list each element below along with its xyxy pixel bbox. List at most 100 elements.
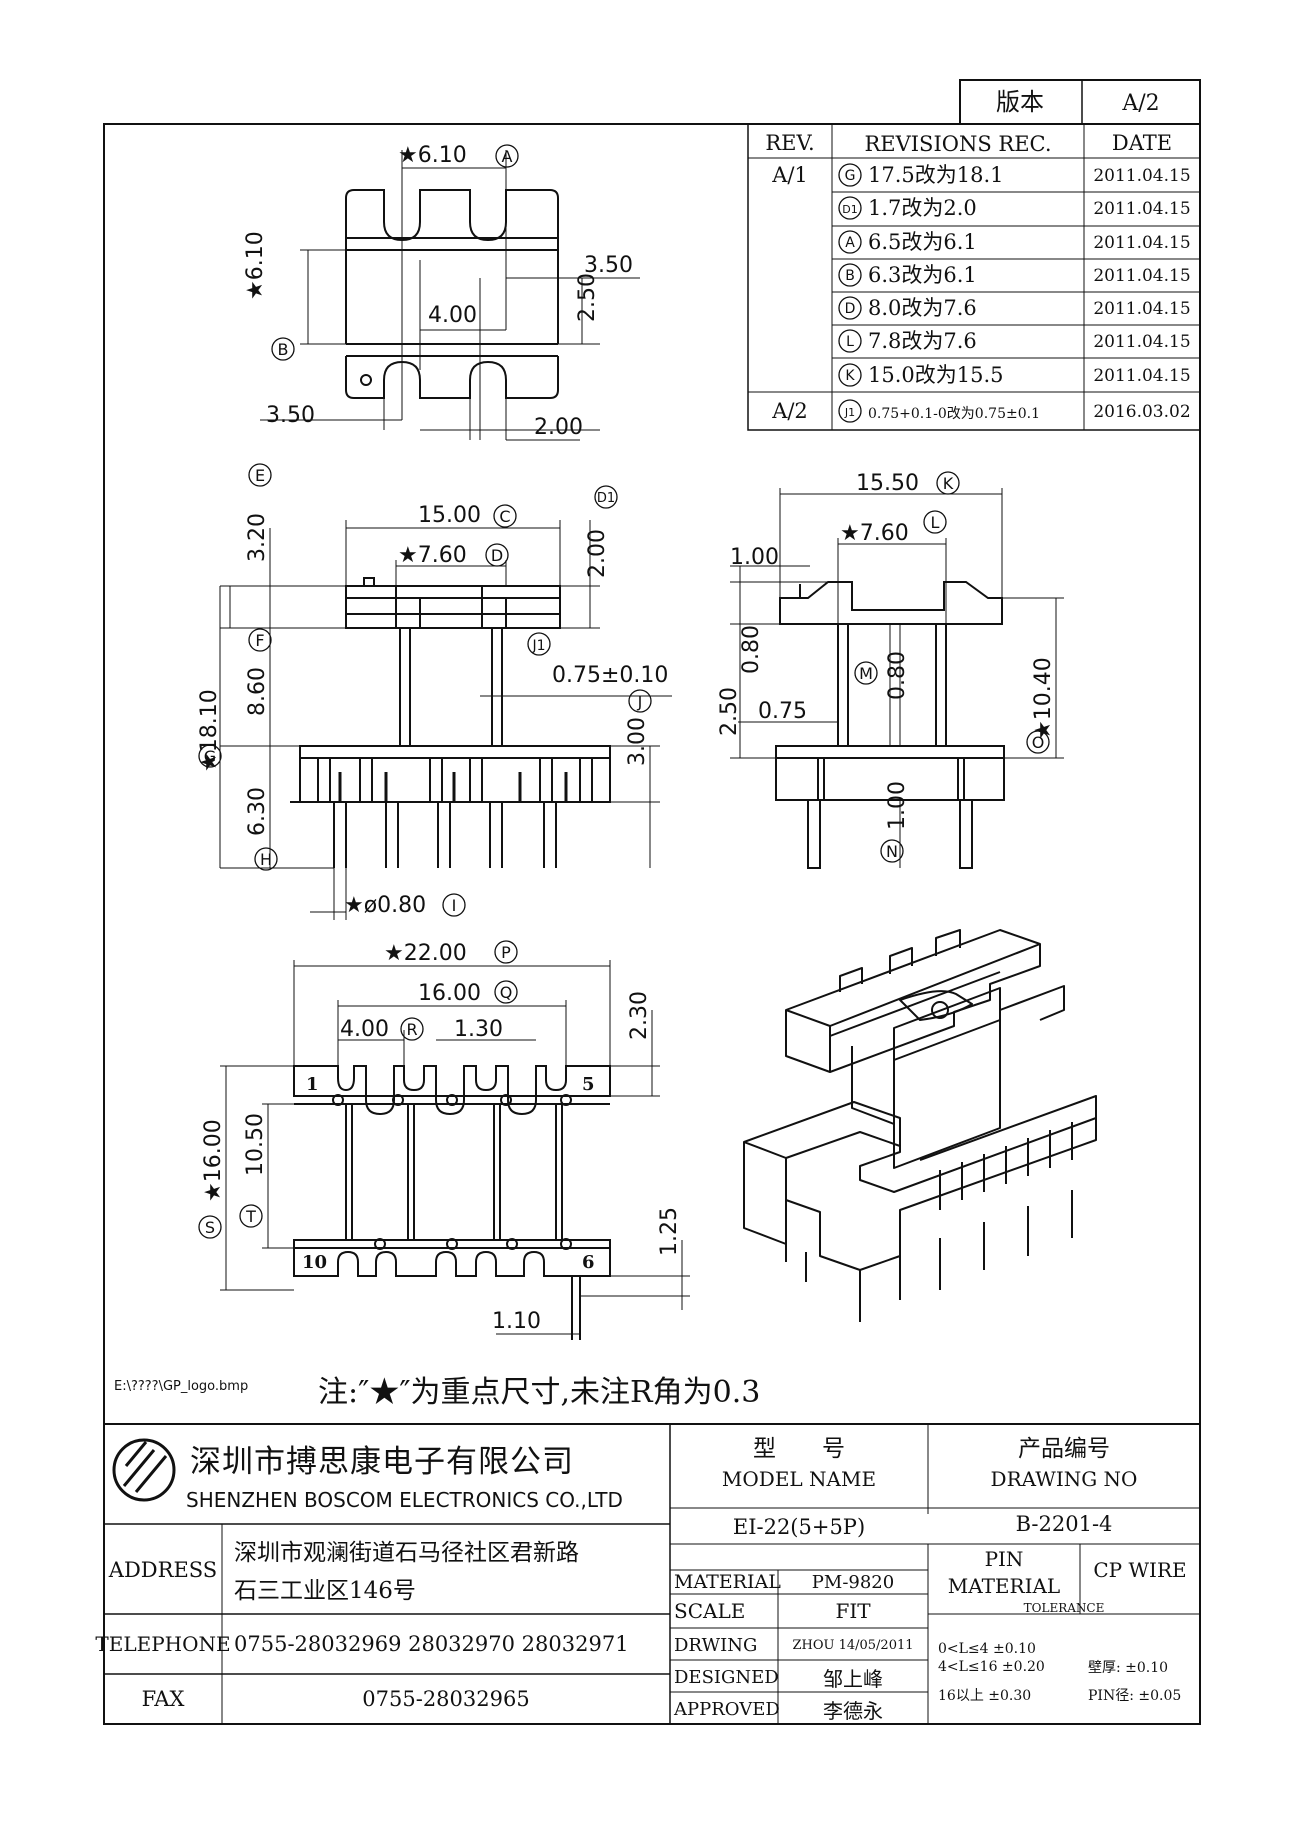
title-block-grid bbox=[104, 1423, 1200, 1724]
logo-path: E:\????\GP_logo.bmp bbox=[114, 1379, 248, 1394]
dim-h1040: ★10.40 bbox=[1031, 657, 1056, 740]
approved-value: 李德永 bbox=[823, 1698, 883, 1723]
dim-b: ★6.10 bbox=[243, 231, 268, 300]
bottom-view bbox=[220, 960, 690, 1340]
drawing-note: 注:″★″为重点尺寸,未注R角为0.3 bbox=[318, 1375, 760, 1410]
material-label: MATERIAL bbox=[674, 1571, 781, 1593]
mark-r: R bbox=[406, 1020, 417, 1039]
rev-date: 2011.04.15 bbox=[1093, 266, 1190, 286]
rev-mark: B bbox=[845, 268, 855, 284]
rev-text: 8.0改为7.6 bbox=[868, 296, 977, 320]
rev-mark: D1 bbox=[842, 203, 857, 216]
dim-h860: 8.60 bbox=[245, 667, 270, 716]
rev-mark-circle bbox=[838, 363, 862, 387]
tolerance-3: 16以上 ±0.30 bbox=[938, 1688, 1032, 1704]
revision-table bbox=[747, 123, 1201, 431]
rev-mark-circle bbox=[838, 196, 862, 220]
dim-w1550: 15.50 bbox=[856, 471, 919, 496]
rev-date: 2011.04.15 bbox=[1093, 299, 1190, 319]
dim-h100a: 1.00 bbox=[730, 545, 779, 570]
scale-value: FIT bbox=[835, 1599, 871, 1623]
drawing-no-value: B-2201-4 bbox=[1015, 1512, 1113, 1536]
dim-h250: 2.50 bbox=[717, 687, 742, 736]
drawing-border bbox=[103, 123, 1201, 1725]
drwing-label: DRWING bbox=[674, 1634, 758, 1656]
address-label: ADDRESS bbox=[108, 1558, 218, 1582]
dim-w075: 0.75 bbox=[758, 699, 807, 724]
front-view bbox=[219, 520, 672, 920]
mark-c: C bbox=[499, 507, 510, 526]
fax-value: 0755-28032965 bbox=[362, 1687, 530, 1711]
mark-d: D bbox=[491, 546, 503, 565]
model-label-en: MODEL NAME bbox=[721, 1467, 877, 1491]
material-value: PM-9820 bbox=[811, 1571, 895, 1593]
top-view bbox=[260, 150, 640, 441]
dim-dia: ★ø0.80 bbox=[344, 893, 426, 918]
dim-h300: 3.00 bbox=[625, 717, 650, 766]
version-box: 版本 A/2 bbox=[959, 79, 1201, 125]
dim-h080b: 0.80 bbox=[885, 651, 910, 700]
drawing-label-cn: 产品编号 bbox=[1018, 1436, 1110, 1462]
date-header: DATE bbox=[1112, 131, 1172, 155]
fax-label: FAX bbox=[141, 1687, 185, 1711]
mark-n: N bbox=[886, 842, 898, 861]
dim-w16: 16.00 bbox=[418, 981, 481, 1006]
side-view-mark-circles bbox=[854, 471, 1050, 863]
pin-material-label-1: PIN bbox=[984, 1547, 1024, 1571]
mark-t: T bbox=[245, 1207, 256, 1226]
version-value: A/2 bbox=[1121, 91, 1159, 116]
mark-e: E bbox=[255, 466, 265, 485]
pin-label-5: 5 bbox=[582, 1074, 595, 1095]
dim-h230: 2.30 bbox=[627, 991, 652, 1040]
approved-label: APPROVED bbox=[674, 1698, 780, 1720]
pin-material-value: CP WIRE bbox=[1093, 1558, 1187, 1582]
dim-h320: 3.20 bbox=[245, 513, 270, 562]
pin-label-6: 6 bbox=[582, 1252, 595, 1273]
front-view-dims: 15.00 C ★7.60 D 3.20 E 2.00 D1 8.60 F ★1… bbox=[197, 466, 668, 918]
side-view-dims: 15.50 K ★7.60 L 1.00 0.80 2.50 0.75 0.80… bbox=[717, 471, 1056, 861]
rev-text: 6.5改为6.1 bbox=[868, 230, 977, 254]
dim-f: 3.50 bbox=[266, 403, 315, 428]
bottom-view-mark-circles bbox=[198, 940, 518, 1239]
mark-a: A bbox=[502, 147, 513, 166]
telephone-value: 0755-28032969 28032970 28032971 bbox=[234, 1632, 629, 1656]
dim-h1050: 10.50 bbox=[243, 1113, 268, 1176]
dim-pin: 0.75±0.10 bbox=[552, 663, 668, 688]
rev-code: A/1 bbox=[771, 163, 808, 187]
rev-text: 6.3改为6.1 bbox=[868, 263, 977, 287]
rev-date: 2011.04.15 bbox=[1093, 332, 1190, 352]
rev-mark-circle bbox=[838, 230, 862, 254]
tolerance-2: 4<L≤16 ±0.20 bbox=[938, 1659, 1045, 1675]
mark-i: I bbox=[452, 896, 457, 915]
dim-w22: ★22.00 bbox=[384, 941, 467, 966]
company-name-cn: 深圳市搏思康电子有限公司 bbox=[190, 1443, 574, 1480]
mark-h: H bbox=[260, 850, 272, 869]
version-label: 版本 bbox=[996, 88, 1044, 116]
pin-material-label-2: MATERIAL bbox=[947, 1574, 1061, 1598]
dim-h1810: ★18.10 bbox=[197, 689, 222, 772]
tolerance-1: 0<L≤4 ±0.10 bbox=[938, 1641, 1036, 1657]
model-label-cn: 型 号 bbox=[753, 1436, 845, 1462]
rev-mark-circle bbox=[838, 263, 862, 287]
dim-h16: ★16.00 bbox=[201, 1119, 226, 1202]
rev-mark: J1 bbox=[844, 406, 855, 419]
rev-header: REV. bbox=[765, 131, 814, 155]
dim-h080a: 0.80 bbox=[739, 625, 764, 674]
model-value: EI-22(5+5P) bbox=[732, 1515, 866, 1539]
dim-w110: 1.10 bbox=[492, 1309, 541, 1334]
mark-m: M bbox=[859, 664, 873, 683]
revision-table-text: REV. REVISIONS REC. DATE bbox=[765, 131, 1172, 156]
mark-k: K bbox=[943, 474, 954, 493]
mark-j: J bbox=[637, 692, 643, 711]
rev-text: 0.75+0.1-0改为0.75±0.1 bbox=[868, 406, 1040, 422]
designed-label: DESIGNED bbox=[674, 1666, 779, 1688]
dim-a: ★6.10 bbox=[398, 143, 467, 168]
dim-h200: 2.00 bbox=[585, 529, 610, 578]
telephone-label: TELEPHONE bbox=[95, 1632, 231, 1656]
rev-date: 2011.04.15 bbox=[1093, 199, 1190, 219]
rev-mark-circle bbox=[838, 296, 862, 320]
wall-tolerance: 壁厚: ±0.10 bbox=[1088, 1660, 1169, 1676]
rev-date: 2011.04.15 bbox=[1093, 366, 1190, 386]
dim-c: 3.50 bbox=[584, 253, 633, 278]
